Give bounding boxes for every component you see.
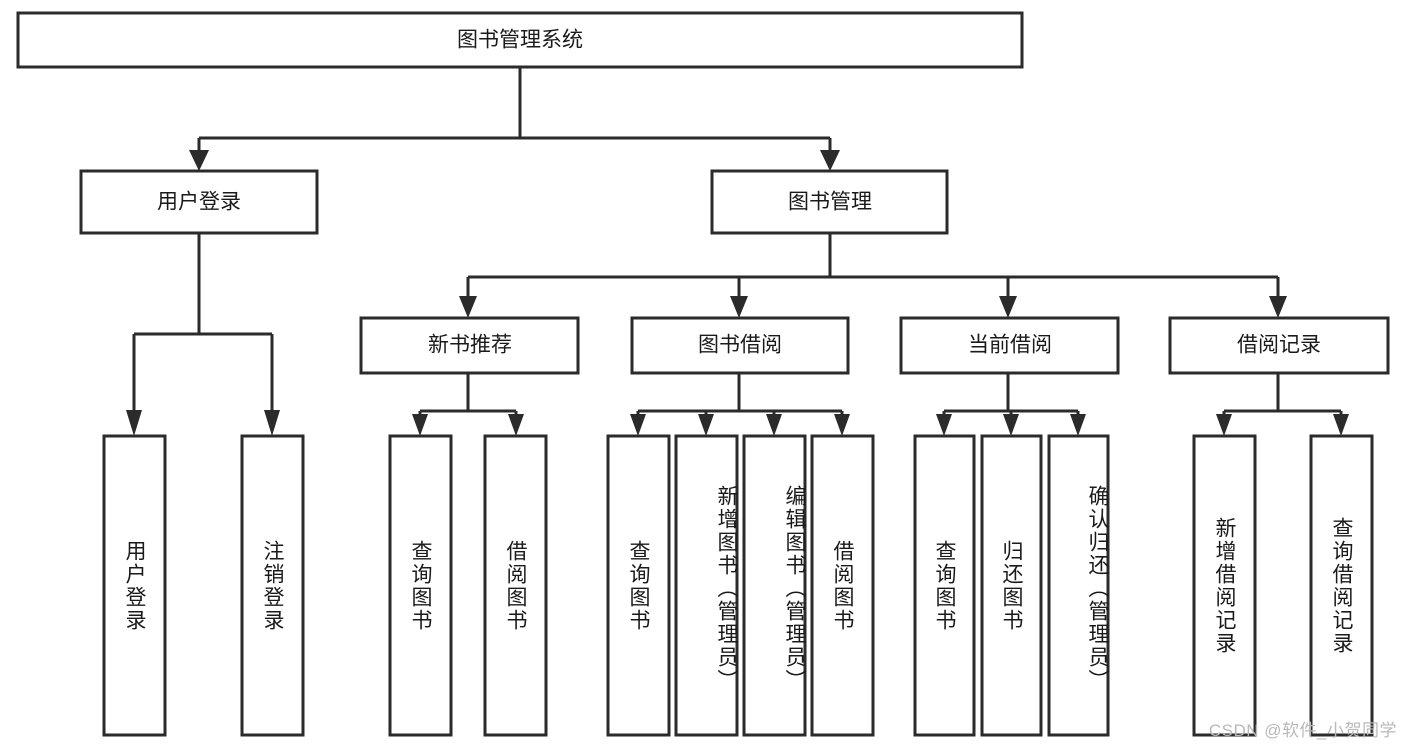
node-leaf-query-book-current-box[interactable] [913, 434, 976, 737]
node-borrow-record[interactable]: 借阅记录 [1168, 316, 1390, 375]
node-book-management[interactable]: 图书管理 [710, 169, 949, 235]
arrowhead-leaf-borrow-book [834, 414, 850, 436]
node-root[interactable]: 图书管理系统 [16, 11, 1024, 69]
arrowhead-leaf-query-book-rec [412, 414, 428, 436]
csdn-watermark: CSDN @软件_小贺同学 [1208, 721, 1397, 740]
node-leaf-user-login-box[interactable] [102, 434, 167, 737]
node-new-book-recommend[interactable]: 新书推荐 [359, 316, 580, 375]
node-book-borrow[interactable]: 图书借阅 [630, 316, 850, 375]
arrowhead-leaf-confirm-return-admin [1070, 414, 1086, 436]
node-leaf-query-borrow-record-box[interactable] [1309, 434, 1374, 737]
node-root-box[interactable] [16, 11, 1024, 69]
connectors-layer [126, 67, 1349, 436]
arrowhead-leaf-logout [264, 410, 280, 436]
arrowhead-leaf-add-book-admin [698, 414, 714, 436]
node-user-login[interactable]: 用户登录 [79, 169, 319, 235]
node-borrow-record-box[interactable] [1168, 316, 1390, 375]
arrowhead-leaf-add-borrow-record [1216, 414, 1232, 436]
node-leaf-borrow-book-rec-box[interactable] [483, 434, 548, 737]
node-user-login-label: 用户登录 [157, 191, 241, 214]
node-leaf-query-book-rec-box[interactable] [388, 434, 453, 737]
node-leaf-add-book-admin-box[interactable] [674, 434, 739, 737]
leaf-boxes-layer [102, 434, 1374, 737]
node-book-management-label: 图书管理 [788, 191, 872, 214]
arrowhead-leaf-user-login [126, 410, 142, 436]
arrowhead-new-book-recommend [459, 296, 477, 318]
node-root-label: 图书管理系统 [457, 29, 583, 52]
node-new-book-recommend-label: 新书推荐 [428, 334, 512, 357]
arrowhead-leaf-query-book-borrow [630, 414, 646, 436]
arrowhead-book-borrow [730, 296, 748, 318]
arrowhead-user-login [189, 150, 209, 171]
arrowhead-leaf-borrow-book-rec [508, 414, 524, 436]
arrowhead-leaf-edit-book-admin [766, 414, 782, 436]
node-borrow-record-label: 借阅记录 [1237, 334, 1321, 357]
arrowhead-book-management [820, 150, 840, 171]
arrowhead-leaf-return-book [1003, 414, 1019, 436]
node-current-borrow-box[interactable] [899, 316, 1120, 375]
node-current-borrow[interactable]: 当前借阅 [899, 316, 1120, 375]
arrowhead-current-borrow [999, 296, 1017, 318]
node-new-book-recommend-box[interactable] [359, 316, 580, 375]
node-leaf-logout-box[interactable] [240, 434, 305, 737]
node-leaf-add-borrow-record-box[interactable] [1192, 434, 1257, 737]
node-current-borrow-label: 当前借阅 [968, 334, 1052, 357]
node-leaf-borrow-book-box[interactable] [810, 434, 875, 737]
node-leaf-query-book-borrow-box[interactable] [606, 434, 671, 737]
arrowhead-leaf-query-book-current [936, 414, 952, 436]
node-leaf-edit-book-admin-box[interactable] [742, 434, 807, 737]
node-leaf-confirm-return-admin-box[interactable] [1047, 434, 1110, 737]
node-leaf-return-book-box[interactable] [980, 434, 1043, 737]
node-user-login-box[interactable] [79, 169, 319, 235]
node-book-management-box[interactable] [710, 169, 949, 235]
arrowhead-leaf-query-borrow-record [1333, 414, 1349, 436]
node-book-borrow-box[interactable] [630, 316, 850, 375]
node-book-borrow-label: 图书借阅 [698, 334, 782, 357]
arrowhead-borrow-record [1269, 296, 1287, 318]
